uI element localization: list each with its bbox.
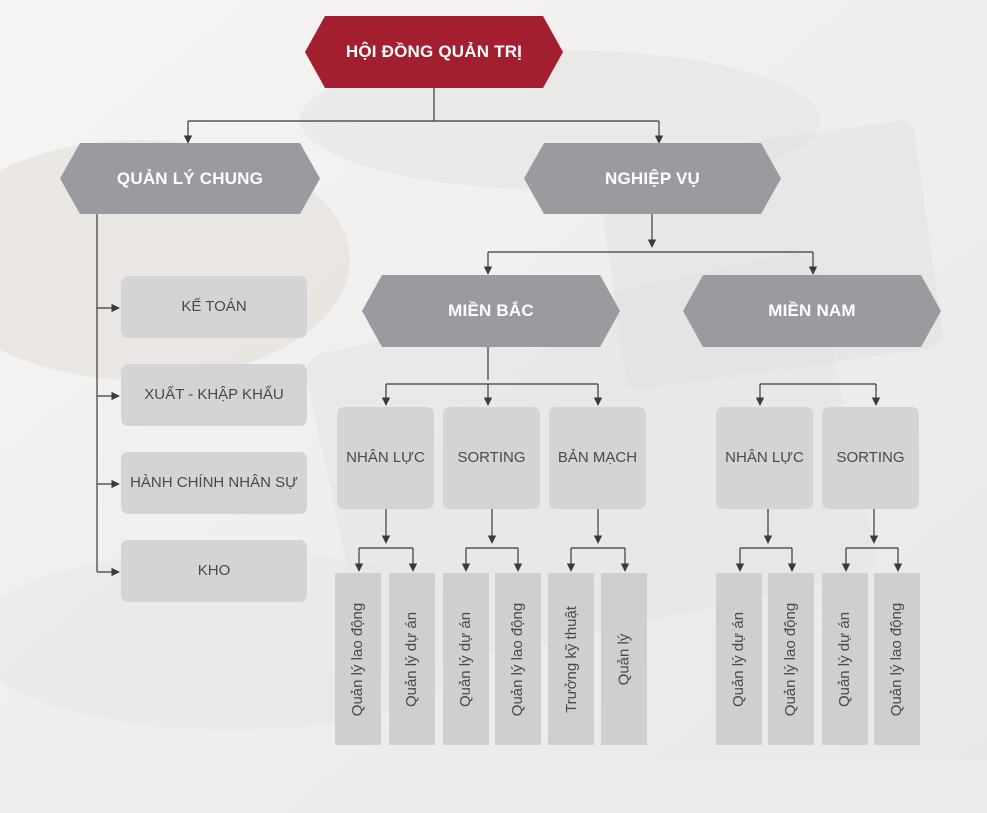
general-item-label: XUẤT - KHẬP KHẨU bbox=[144, 386, 284, 403]
general-item-label: KHO bbox=[197, 562, 231, 579]
role-box: Quản lý lao động bbox=[335, 573, 381, 745]
role-box: Quản lý dự án bbox=[443, 573, 489, 745]
north-dept: BẢN MẠCH bbox=[549, 407, 646, 509]
role-box: Quản lý dự án bbox=[389, 573, 435, 745]
general-item: KẾ TOÁN bbox=[121, 276, 307, 338]
board-label: HỘI ĐỒNG QUẢN TRỊ bbox=[345, 42, 523, 61]
operations-node: NGHIỆP VỤ bbox=[524, 143, 781, 214]
dept-label: NHÂN LỰC bbox=[725, 449, 804, 466]
dept-label: NHÂN LỰC bbox=[346, 449, 425, 466]
general-item-label: KẾ TOÁN bbox=[181, 298, 247, 315]
role-box: Quản lý bbox=[601, 573, 647, 745]
south-dept: SORTING bbox=[822, 407, 919, 509]
role-label: Quản lý lao động bbox=[782, 602, 800, 716]
role-label: Quản lý dự án bbox=[457, 611, 475, 707]
dept-label: SORTING bbox=[836, 449, 905, 466]
south-region-label: MIỀN NAM bbox=[768, 301, 856, 320]
south-dept: NHÂN LỰC bbox=[716, 407, 813, 509]
north-dept: SORTING bbox=[443, 407, 540, 509]
role-box: Quản lý lao động bbox=[874, 573, 920, 745]
dept-label: SORTING bbox=[457, 449, 526, 466]
north-dept: NHÂN LỰC bbox=[337, 407, 434, 509]
board-node: HỘI ĐỒNG QUẢN TRỊ bbox=[305, 16, 563, 88]
role-box: Quản lý dự án bbox=[822, 573, 868, 745]
role-label: Quản lý lao động bbox=[509, 602, 527, 716]
south-region-node: MIỀN NAM bbox=[683, 275, 941, 347]
role-box: Quản lý dự án bbox=[716, 573, 762, 745]
operations-label: NGHIỆP VỤ bbox=[604, 168, 700, 188]
general-item: XUẤT - KHẬP KHẨU bbox=[121, 364, 307, 426]
role-label: Quản lý lao động bbox=[888, 602, 906, 716]
role-label: Quản lý bbox=[615, 633, 633, 685]
role-box: Trưởng kỹ thuật bbox=[548, 573, 594, 745]
general-item: HÀNH CHÍNH NHÂN SỰ bbox=[121, 452, 307, 514]
role-label: Quản lý dự án bbox=[836, 611, 854, 707]
role-box: Quản lý lao động bbox=[495, 573, 541, 745]
role-label: Quản lý dự án bbox=[403, 611, 421, 707]
north-region-label: MIỀN BẮC bbox=[448, 301, 534, 320]
role-label: Quản lý dự án bbox=[730, 611, 748, 707]
role-box: Quản lý lao động bbox=[768, 573, 814, 745]
general-item-label: HÀNH CHÍNH NHÂN SỰ bbox=[130, 474, 298, 491]
role-label: Quản lý lao động bbox=[349, 602, 367, 716]
general-management-node: QUẢN LÝ CHUNG bbox=[60, 143, 320, 214]
general-management-label: QUẢN LÝ CHUNG bbox=[116, 168, 264, 188]
general-item: KHO bbox=[121, 540, 307, 602]
north-region-node: MIỀN BẮC bbox=[362, 275, 620, 347]
role-label: Trưởng kỹ thuật bbox=[562, 605, 580, 713]
dept-label: BẢN MẠCH bbox=[557, 449, 638, 466]
